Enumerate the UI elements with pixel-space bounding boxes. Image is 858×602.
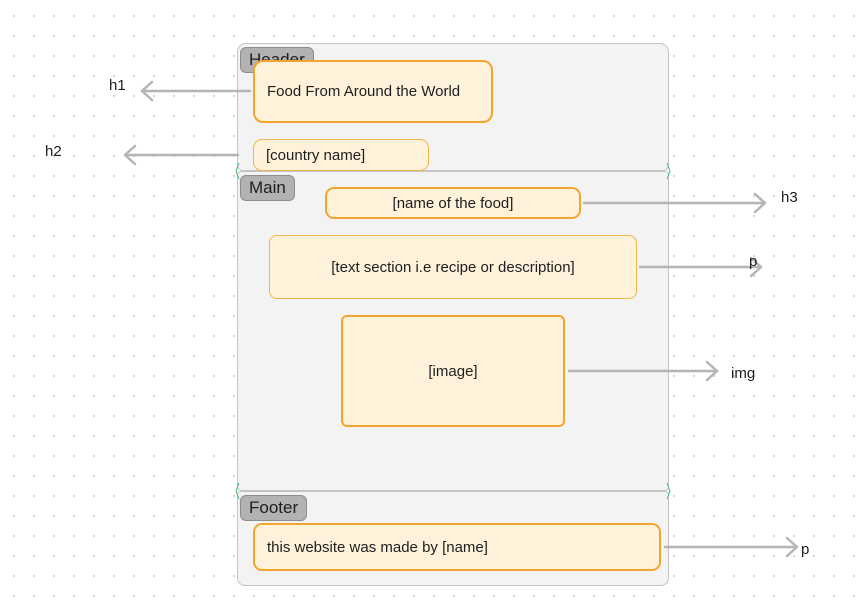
seam-accent-left-bottom [235, 483, 240, 499]
h2-label: h2 [45, 143, 62, 160]
title-box: Food From Around the World [253, 60, 493, 123]
seam-accent-right-bottom [666, 483, 671, 499]
img-label: img [731, 365, 756, 382]
h1-label: h1 [109, 77, 126, 94]
h1-arrow [140, 80, 252, 102]
h2-arrow [123, 144, 240, 166]
p-main-label: p [749, 253, 758, 270]
p-footer-arrow [663, 536, 799, 558]
p-footer-label: p [801, 541, 810, 558]
h3-label: h3 [781, 189, 798, 206]
country-name-box: [country name] [253, 139, 429, 171]
footer-tag: Footer [240, 495, 308, 521]
seam-accent-left-top [235, 163, 240, 179]
food-name-box: [name of the food] [325, 187, 581, 219]
credit-box: this website was made by [name] [253, 523, 661, 571]
main-tag: Main [240, 175, 295, 201]
image-box: [image] [341, 315, 565, 427]
text-section-box: [text section i.e recipe or description] [269, 235, 637, 299]
seam-accent-right-top [666, 163, 671, 179]
